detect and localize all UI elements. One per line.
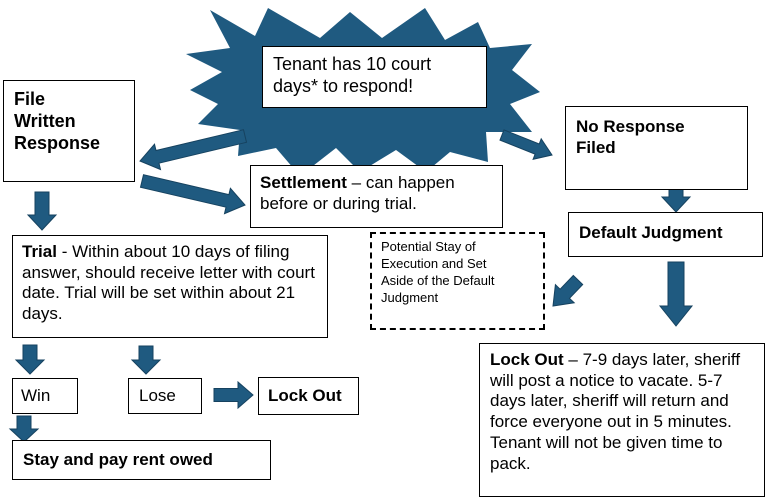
arrow-to-lock-out-detail [658, 261, 694, 327]
arrow-to-win [14, 344, 46, 375]
default-judgment-box: Default Judgment [568, 212, 763, 257]
arrow-to-trial [26, 191, 58, 231]
stay-pay-box: Stay and pay rent owed [12, 440, 271, 480]
win-label: Win [21, 386, 51, 405]
no-response-line2: Filed [576, 137, 616, 157]
file-response-line1: File [14, 89, 46, 109]
default-judgment-label: Default Judgment [579, 223, 723, 242]
trial-text: - Within about 10 days of filing answer,… [22, 242, 315, 324]
trial-title: Trial [22, 242, 57, 261]
respond-deadline-line2: days* to respond! [273, 75, 414, 96]
respond-deadline-box: Tenant has 10 court days* to respond! [262, 46, 487, 108]
stay-of-execution-box: Potential Stay of Execution and Set Asid… [370, 232, 545, 330]
stay-line2: Execution and Set [381, 255, 487, 271]
arrow-to-lock-out-small [213, 380, 254, 410]
settlement-title: Settlement [260, 173, 347, 192]
stay-pay-label: Stay and pay rent owed [23, 450, 213, 469]
file-response-line3: Response [14, 132, 101, 153]
arrow-to-stay-pay [8, 415, 40, 443]
lock-out-small-label: Lock Out [268, 386, 342, 405]
no-response-box: No Response Filed [565, 106, 748, 190]
stay-line4: Judgment [381, 289, 439, 305]
trial-box: Trial - Within about 10 days of filing a… [12, 235, 328, 338]
arrow-to-settlement [139, 174, 246, 215]
file-response-box: File Written Response [3, 80, 135, 182]
file-response-line2: Written [14, 110, 76, 131]
stay-line3: Aside of the Default [381, 272, 495, 288]
win-box: Win [12, 378, 78, 414]
lock-out-small-box: Lock Out [258, 377, 359, 415]
respond-deadline-line1: Tenant has 10 court [273, 54, 432, 74]
arrow-to-file-response [139, 129, 248, 171]
lose-box: Lose [128, 378, 202, 414]
settlement-box: Settlement – can happen before or during… [250, 165, 503, 228]
lose-label: Lose [139, 386, 176, 405]
arrow-to-lose [130, 345, 162, 375]
stay-line1: Potential Stay of [381, 239, 476, 254]
lock-out-detail-text: – 7-9 days later, sheriff will post a no… [490, 350, 741, 473]
lock-out-detail-box: Lock Out – 7-9 days later, sheriff will … [479, 343, 765, 497]
arrow-to-no-response [499, 129, 553, 160]
settlement-text: – can happen before or during trial. [260, 173, 455, 213]
no-response-line1: No Response [576, 117, 685, 136]
arrow-to-stay-of-execution [552, 274, 584, 307]
lock-out-detail-title: Lock Out [490, 350, 564, 369]
